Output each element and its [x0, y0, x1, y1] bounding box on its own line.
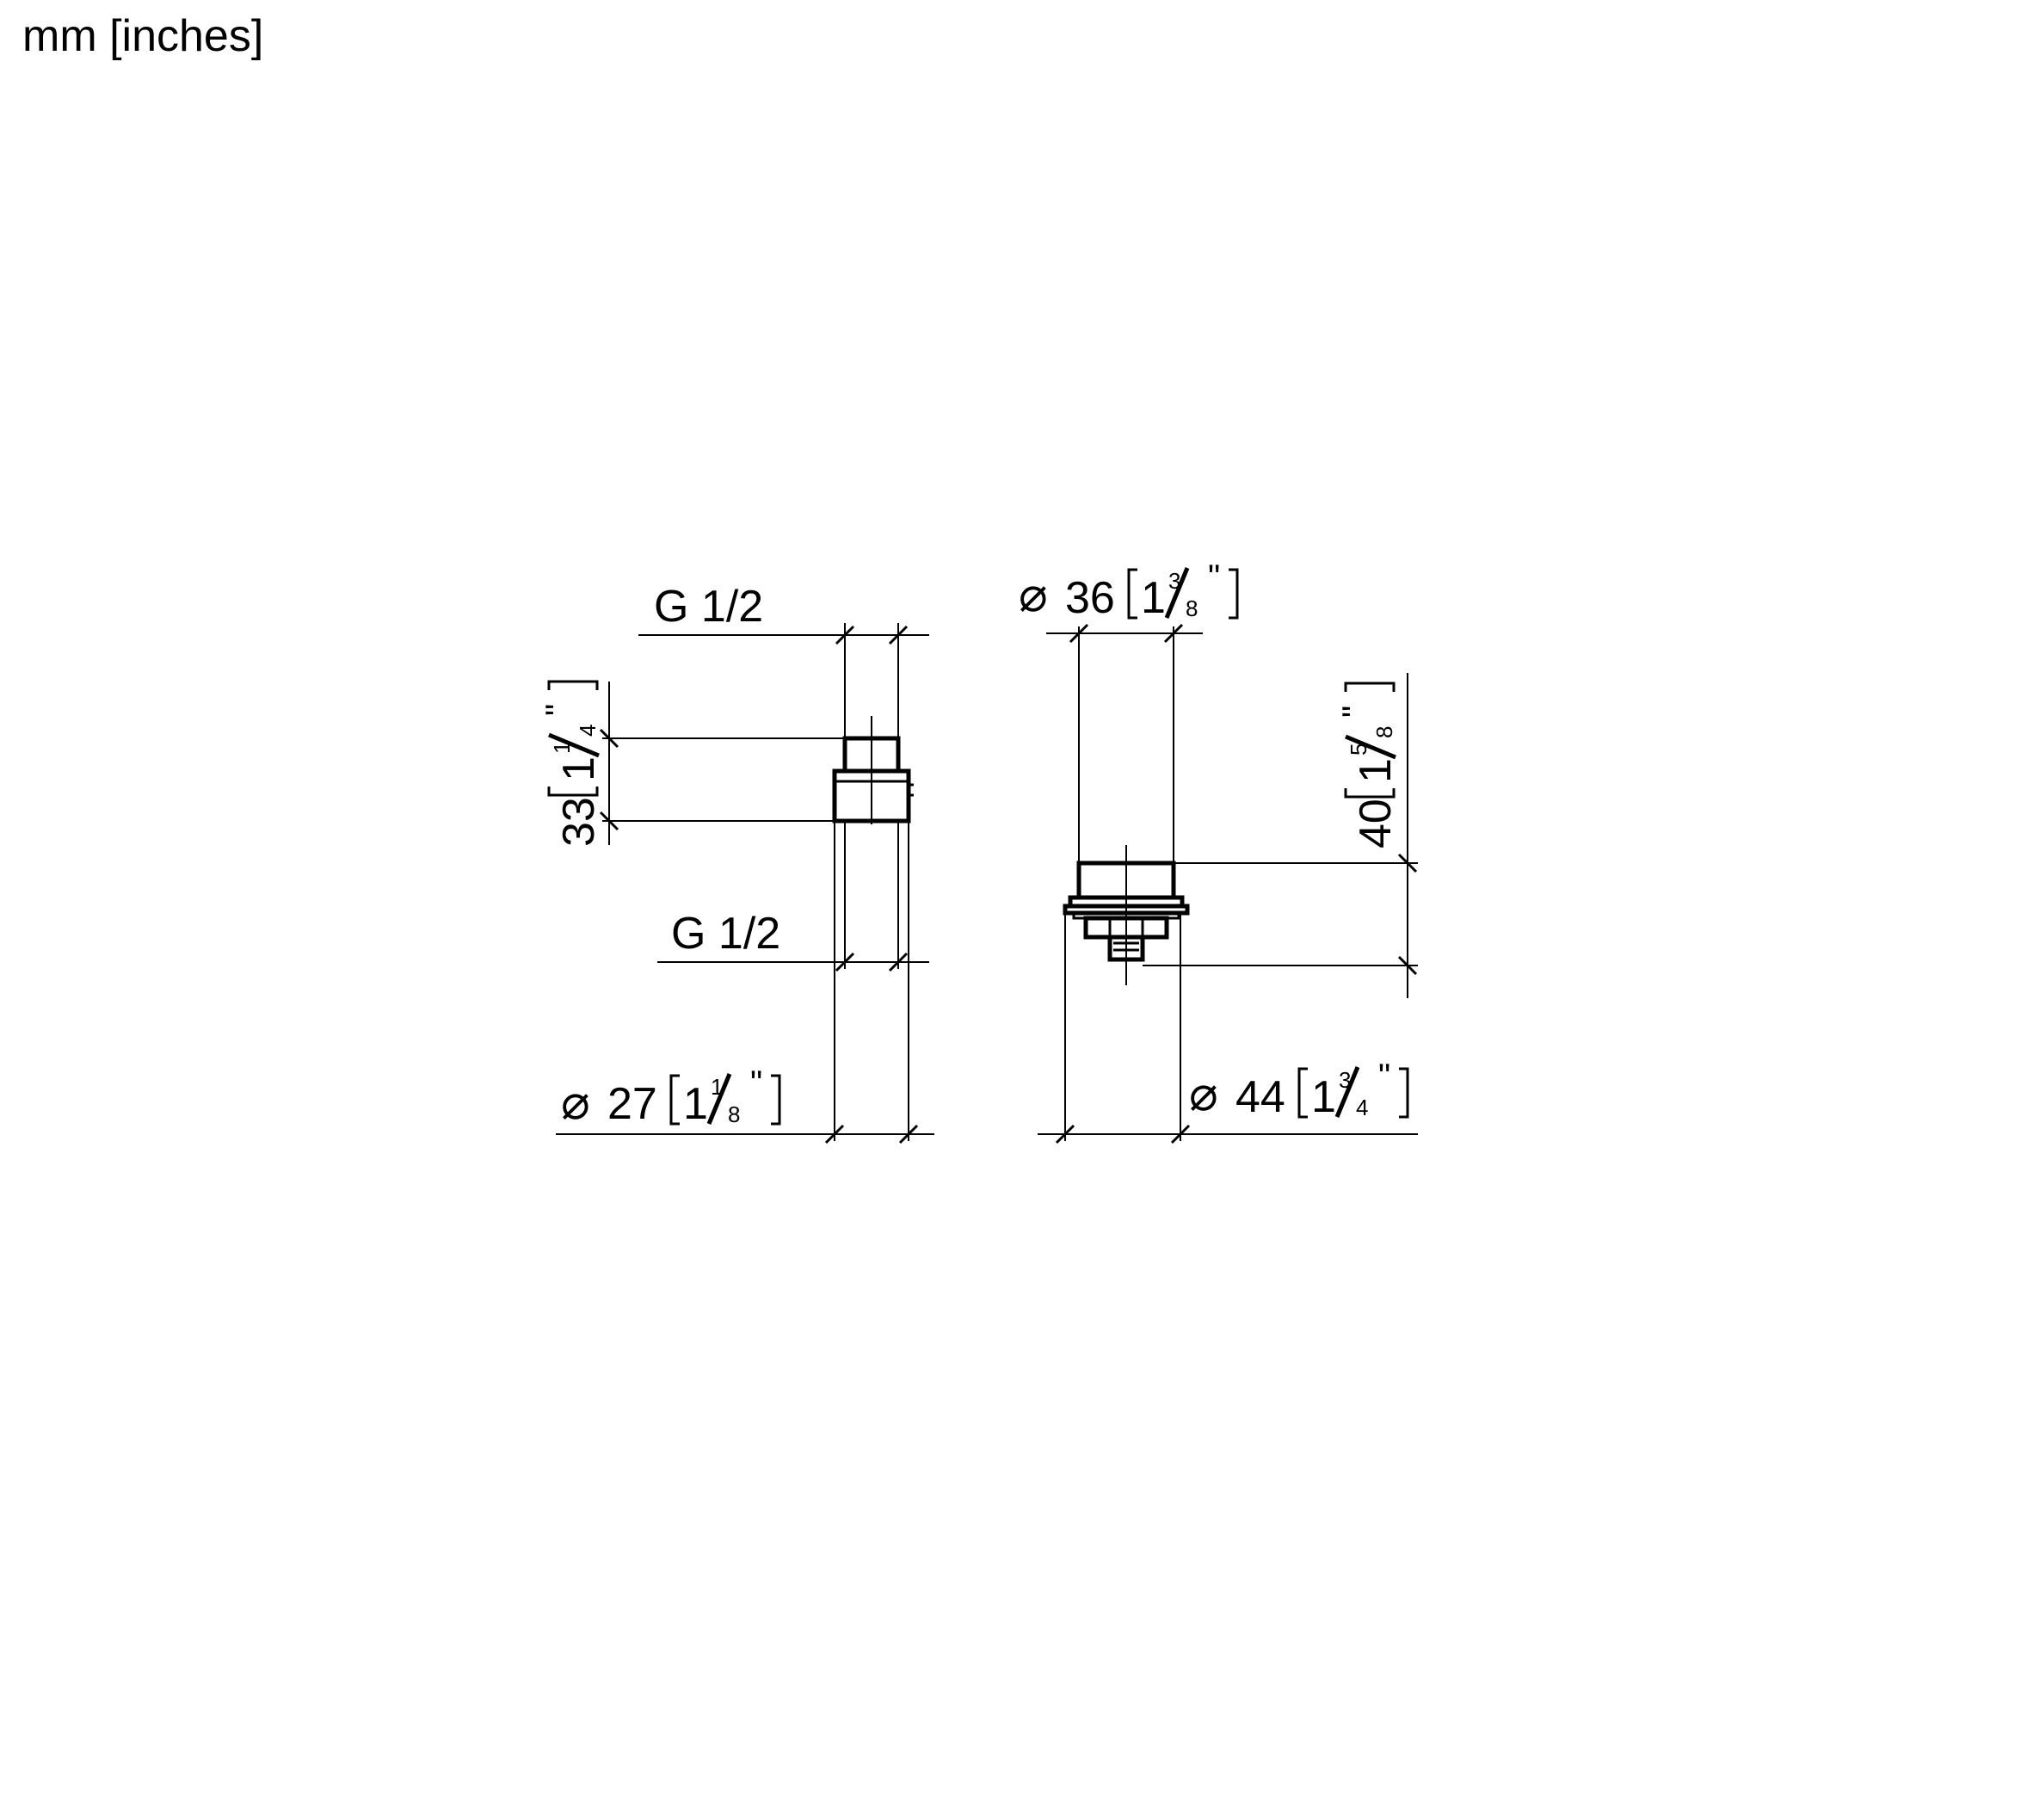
side-height-mm: 33	[554, 797, 604, 847]
front-height-mm: 40	[1351, 799, 1401, 848]
inch-mark: "	[1378, 1058, 1390, 1095]
front-top-diameter-in-whole: 1	[1141, 573, 1166, 623]
side-diameter-mm: 27	[607, 1079, 657, 1129]
front-view-part	[1063, 845, 1190, 985]
inch-mark: "	[1208, 558, 1220, 596]
front-height-dimension: 40 1 5 8 "	[1336, 682, 1401, 848]
side-height-dimension: 33 1 1 4 "	[539, 680, 604, 847]
side-diameter-in-whole: 1	[683, 1079, 708, 1129]
inch-mark: "	[750, 1064, 762, 1102]
inch-mark: "	[1336, 706, 1374, 718]
front-view: ⌀ 36 1 3 8 " ⌀ 44 1 3 4 " 40 1 5	[1019, 558, 1418, 1144]
side-diameter-in-den: 8	[728, 1101, 740, 1127]
side-height-in-whole: 1	[554, 756, 604, 781]
side-view: G 1/2 G 1/2 ⌀ 27 1 1 8 " 33 1 1 4 "	[539, 582, 934, 1144]
units-label: mm [inches]	[22, 11, 264, 61]
side-thread-top-label: G 1/2	[654, 582, 763, 632]
diameter-symbol: ⌀	[1189, 1066, 1218, 1120]
front-height-in-whole: 1	[1351, 758, 1401, 783]
side-diameter-dimension: ⌀ 27 1 1 8 "	[561, 1064, 781, 1129]
side-height-in-den: 4	[575, 725, 601, 737]
front-top-diameter-in-den: 8	[1186, 595, 1198, 621]
side-thread-bottom-label: G 1/2	[671, 909, 780, 959]
front-top-diameter-mm: 36	[1065, 573, 1115, 623]
front-bottom-diameter-in-whole: 1	[1311, 1072, 1336, 1122]
front-bottom-diameter-dimension: ⌀ 44 1 3 4 "	[1189, 1058, 1409, 1122]
front-top-diameter-dimension: ⌀ 36 1 3 8 "	[1019, 558, 1239, 623]
front-bottom-diameter-in-den: 4	[1356, 1095, 1368, 1120]
inch-mark: "	[539, 704, 577, 716]
front-height-in-den: 8	[1371, 726, 1397, 738]
diameter-symbol: ⌀	[1019, 567, 1048, 621]
front-bottom-diameter-mm: 44	[1235, 1072, 1285, 1122]
diameter-symbol: ⌀	[561, 1075, 590, 1129]
side-view-part	[832, 716, 914, 824]
